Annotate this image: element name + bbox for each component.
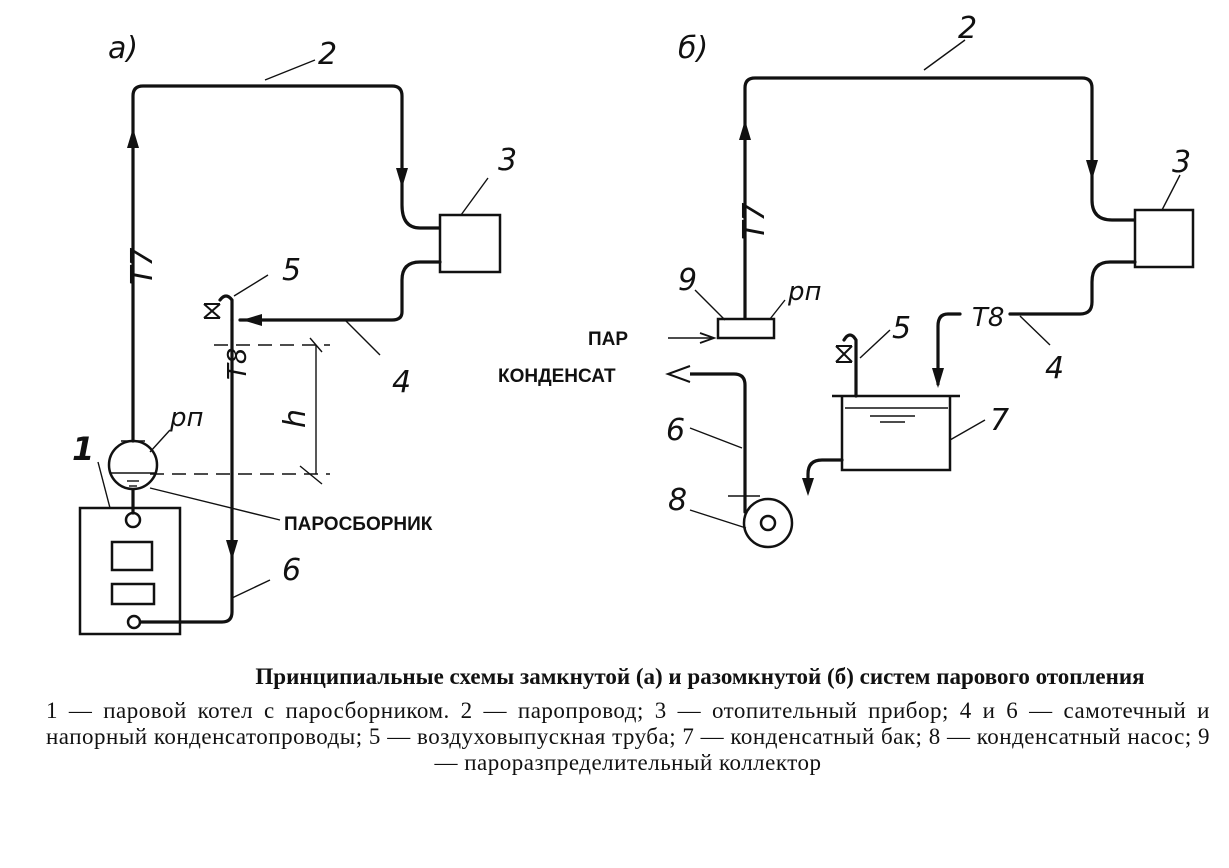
heating-appliance-3	[438, 213, 502, 274]
label-b-2: 2	[958, 11, 977, 46]
steam-collector-label: ПАРОСБОРНИК	[284, 514, 433, 535]
label-b-4: 4	[1045, 351, 1064, 386]
steam-distribution-collector-9	[716, 317, 776, 340]
diagram-a-closed-system: а)	[72, 31, 517, 636]
steam-label: ПАР	[588, 329, 628, 350]
condensate-pipe-4-b	[1008, 260, 1137, 316]
label-b-t7: Т7	[737, 203, 772, 240]
air-vent-valve-icon-b	[835, 345, 853, 363]
condensate-pressure-pipe-6	[670, 372, 747, 514]
steam-pipe-2-b	[743, 76, 1137, 320]
flow-arrow-up-b	[739, 120, 751, 140]
flow-arrow-left	[242, 314, 262, 326]
figure-caption: Принципиальные схемы замкнутой (а) и раз…	[40, 664, 1210, 776]
label-b-8: 8	[668, 483, 687, 518]
air-vent-pipe-5-b	[842, 333, 858, 398]
label-a-h: h	[278, 409, 313, 428]
label-a-6: 6	[282, 553, 301, 588]
label-b-6: 6	[666, 413, 685, 448]
diagram-b-open-system: б)	[498, 11, 1195, 549]
steam-boiler	[78, 506, 182, 636]
boiler-outlet-fitting	[124, 511, 142, 529]
tank-to-pump-pipe	[806, 458, 844, 492]
flow-arrow-down	[396, 168, 408, 188]
label-b-pn: pп	[787, 277, 822, 307]
label-a-2: 2	[318, 37, 337, 72]
diagram-a-label: а)	[108, 31, 138, 66]
label-a-3: 3	[498, 143, 517, 178]
flow-arrow-down-b	[1086, 160, 1098, 180]
air-vent-valve-icon	[203, 303, 221, 319]
label-b-3: 3	[1172, 145, 1191, 180]
label-a-1: 1	[72, 430, 94, 468]
label-b-5: 5	[892, 311, 911, 346]
caption-legend: 1 — паровой котел с паросборником. 2 — п…	[46, 698, 1210, 775]
flow-arrow-down-t8	[226, 540, 238, 560]
condensate-inlet-tank	[936, 312, 962, 386]
steam-collector-drum	[107, 439, 159, 491]
flow-arrow-into-tank	[932, 368, 944, 388]
label-b-t8: Т8	[972, 303, 1004, 333]
label-a-pn: pп	[169, 403, 204, 433]
condensate-tank-7	[840, 396, 952, 472]
heating-appliance-3-b	[1133, 208, 1195, 269]
label-b-7: 7	[990, 403, 1009, 438]
condensate-return-pipe-6	[139, 318, 234, 624]
condensate-label: КОНДЕНСАТ	[498, 366, 616, 387]
steam-pipe-2	[131, 84, 442, 443]
boiler-inlet-fitting	[126, 614, 142, 630]
label-a-4: 4	[392, 365, 411, 400]
condensate-gravity-pipe-4	[238, 260, 442, 322]
air-vent-pipe-5	[218, 294, 234, 322]
label-a-t7: Т7	[125, 248, 160, 285]
boiler-window-lower	[110, 582, 156, 606]
label-a-5: 5	[282, 253, 301, 288]
steam-heating-diagrams: а)	[72, 11, 1195, 636]
boiler-window-upper	[110, 540, 154, 572]
diagram-b-label: б)	[678, 31, 708, 66]
label-b-9: 9	[678, 263, 697, 298]
flow-arrow-up	[127, 128, 139, 148]
label-a-t8: Т8	[223, 348, 253, 380]
caption-title: Принципиальные схемы замкнутой (а) и раз…	[255, 664, 1145, 689]
